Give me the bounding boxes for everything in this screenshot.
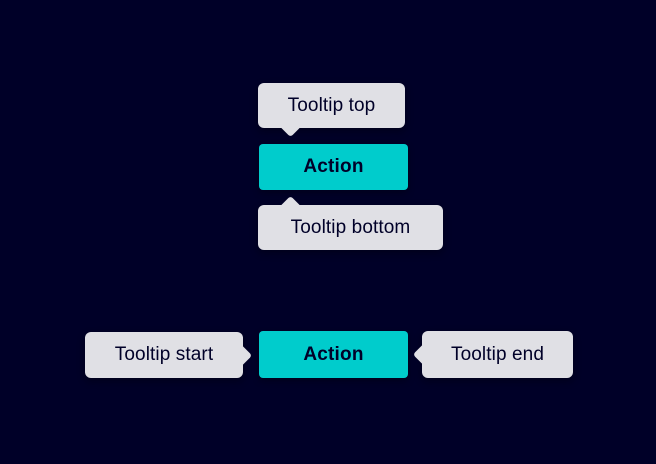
tooltip-bottom-label: Tooltip bottom: [290, 216, 411, 238]
action-button-label: Action: [303, 156, 364, 177]
tooltip-start-label: Tooltip start: [114, 344, 214, 365]
tooltip-arrow-down-icon: [279, 115, 302, 138]
tooltip-bottom: Tooltip bottom: [258, 195, 443, 250]
tooltip-top: Tooltip top: [258, 83, 405, 138]
tooltip-arrow-left-icon: [412, 343, 435, 366]
tooltip-end-label: Tooltip end: [450, 343, 544, 365]
tooltip-top-label: Tooltip top: [287, 94, 376, 116]
tooltip-start: Tooltip start: [85, 332, 253, 378]
tooltip-arrow-up-icon: [279, 195, 302, 218]
action-button-label: Action: [303, 343, 364, 365]
action-button-bottom[interactable]: Action: [259, 331, 408, 378]
tooltip-end: Tooltip end: [412, 331, 573, 378]
action-button-top[interactable]: Action: [259, 144, 408, 190]
tooltip-arrow-right-icon: [230, 344, 253, 366]
